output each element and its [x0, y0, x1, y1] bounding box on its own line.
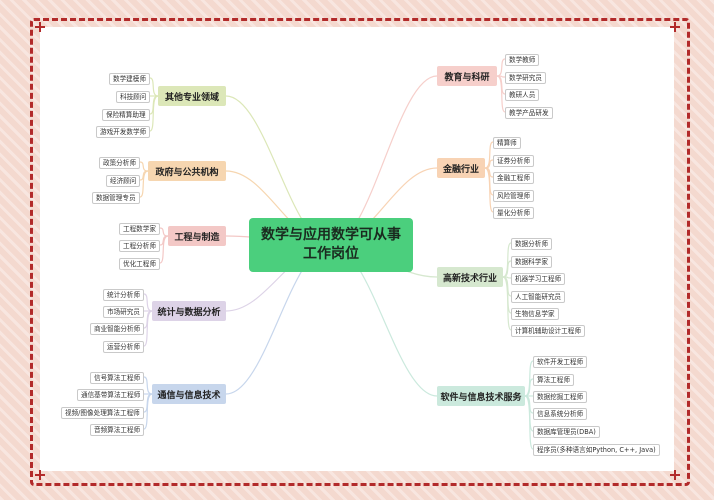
job-item: 数学建模师 [109, 73, 150, 85]
job-item: 通信基带算法工程师 [77, 389, 145, 401]
category-edu: 教育与科研 [437, 66, 497, 86]
corner-cross-icon [35, 470, 45, 480]
connector-line [143, 293, 153, 312]
connector-line [139, 170, 149, 198]
job-item: 工程数学家 [119, 223, 160, 235]
category-label: 软件与信息技术服务 [440, 392, 522, 403]
category-label: 工程与制造 [174, 232, 220, 243]
category-stat: 统计与数据分析 [152, 301, 226, 321]
connector-line [484, 141, 494, 169]
connector-line [149, 95, 159, 132]
category-comm: 通信与信息技术 [152, 384, 226, 404]
job-item: 商业智能分析师 [90, 323, 145, 335]
job-item: 算法工程师 [533, 374, 574, 386]
connector-line [139, 161, 149, 172]
job-item: 数据挖掘工程师 [533, 391, 588, 403]
category-soft: 软件与信息技术服务 [437, 386, 525, 406]
job-item: 经济顾问 [106, 175, 141, 187]
connector-line [524, 360, 534, 397]
connector-line [143, 393, 153, 430]
job-item: 生物信息学家 [511, 308, 559, 320]
job-item: 数学研究员 [505, 72, 546, 84]
category-fin: 金融行业 [437, 158, 485, 178]
connector-line [143, 376, 153, 395]
job-item: 人工智能研究员 [511, 291, 566, 303]
corner-cross-icon [670, 470, 680, 480]
category-label: 教育与科研 [444, 72, 490, 83]
job-item: 政策分析师 [99, 157, 140, 169]
job-item: 风险管理师 [493, 190, 534, 202]
job-item: 信号算法工程师 [90, 372, 145, 384]
connector-line [159, 227, 169, 237]
job-item: 保险精算助理 [102, 109, 150, 121]
job-item: 金融工程师 [493, 172, 534, 184]
job-item: 教学产品研发 [505, 107, 553, 119]
job-item: 数据分析师 [511, 238, 552, 250]
category-label: 统计与数据分析 [157, 307, 221, 318]
connector-line [502, 242, 512, 278]
job-item: 计算机辅助设计工程师 [511, 325, 585, 337]
job-item: 软件开发工程师 [533, 356, 588, 368]
job-item: 教研人员 [505, 89, 540, 101]
category-other: 其他专业领域 [158, 86, 226, 106]
job-item: 数据管理专员 [92, 192, 140, 204]
job-item: 信息系统分析师 [533, 408, 588, 420]
job-item: 证券分析师 [493, 155, 534, 167]
job-item: 优化工程师 [119, 258, 160, 270]
category-label: 通信与信息技术 [157, 390, 221, 401]
connector-line [159, 235, 169, 264]
category-gov: 政府与公共机构 [148, 161, 226, 181]
connector-line [524, 395, 534, 450]
job-item: 工程分析师 [119, 240, 160, 252]
corner-cross-icon [670, 22, 680, 32]
job-item: 机器学习工程师 [511, 273, 566, 285]
connector-line [496, 58, 506, 77]
category-label: 其他专业领域 [164, 92, 219, 103]
job-item: 音频算法工程师 [90, 424, 145, 436]
job-item: 精算师 [493, 137, 521, 149]
job-item: 程序员(多种语言如Python, C++, Java) [533, 444, 660, 456]
job-item: 量化分析师 [493, 207, 534, 219]
central-topic-line1: 数学与应用数学可从事 [261, 227, 401, 243]
connector-line [502, 276, 512, 331]
job-item: 游戏开发数学师 [96, 126, 151, 138]
central-topic-line2: 工作岗位 [303, 246, 359, 262]
decorative-frame [30, 18, 690, 486]
job-item: 科技顾问 [116, 91, 151, 103]
job-item: 视频/图像处理算法工程师 [61, 407, 144, 419]
connector-line [143, 310, 153, 347]
category-label: 金融行业 [443, 164, 480, 175]
connector-line [496, 75, 506, 113]
central-topic: 数学与应用数学可从事 工作岗位 [249, 218, 413, 272]
job-item: 数据科学家 [511, 256, 552, 268]
category-label: 高新技术行业 [443, 273, 498, 284]
job-item: 市场研究员 [103, 306, 144, 318]
corner-cross-icon [35, 22, 45, 32]
category-tech: 高新技术行业 [437, 267, 503, 287]
connector-line [149, 77, 159, 97]
category-label: 政府与公共机构 [155, 167, 219, 178]
category-eng: 工程与制造 [168, 226, 226, 246]
job-item: 数学教师 [505, 54, 540, 66]
job-item: 运营分析师 [103, 341, 144, 353]
job-item: 数据库管理员(DBA) [533, 426, 600, 438]
job-item: 统计分析师 [103, 289, 144, 301]
connector-line [484, 167, 494, 213]
